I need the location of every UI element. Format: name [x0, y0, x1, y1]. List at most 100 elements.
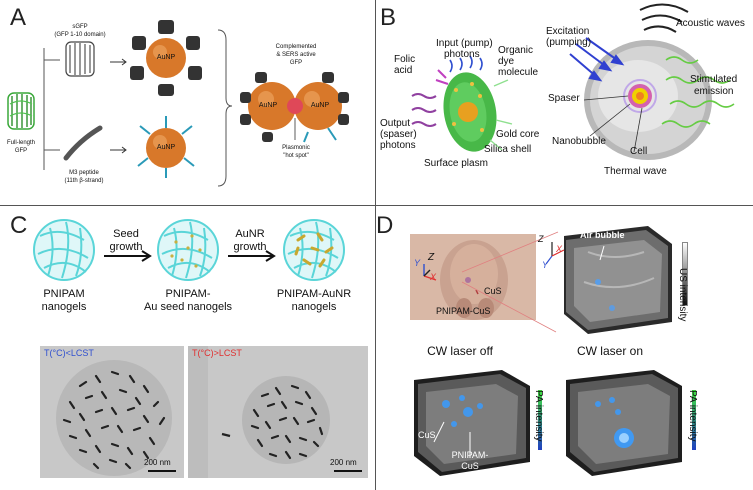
pa-pnipam-label-1: PNIPAM-: [451, 450, 489, 460]
nanorod-cluster-compact: [250, 384, 324, 460]
tem-image-high-temp: T(°C)>LCST 200 nm: [188, 346, 368, 478]
panel-d: D Z Y X CuS PNIPAM-CuS Air: [376, 206, 753, 490]
aunp-label-bottom: AuNP: [156, 144, 176, 151]
fulllength-label: Full-length: [6, 140, 36, 146]
mouse-cus-label: CuS: [484, 286, 502, 296]
sgfp-sub-label: (GFP 1-10 domain): [54, 32, 106, 38]
mouse-axis-y: Y: [414, 258, 421, 268]
aunr-label-2: growth: [233, 241, 267, 253]
complemented-label-2: & SERS active: [276, 52, 316, 58]
panel-a: A: [0, 0, 374, 204]
complemented-label-1: Complemented: [275, 44, 317, 50]
thermal-label: Thermal wave: [604, 166, 667, 177]
stimulated-label-1: Stimulated: [690, 74, 738, 85]
folic-label-1: Folic: [394, 54, 416, 65]
pa-intensity-colorbar-2: [692, 390, 696, 450]
horizontal-divider: [0, 205, 753, 206]
spaser-particle-icon: [411, 55, 513, 152]
air-bubble-label: Air bubble: [580, 230, 625, 240]
seed-label-1: Seed: [113, 228, 139, 240]
aunp-sgfp-icon: [130, 20, 202, 96]
temp-low-label: T(°C)<LCST: [44, 348, 94, 358]
us-volume-image: Air bubble: [554, 222, 678, 338]
tem-image-low-temp: T(°C)<LCST 200 nm: [40, 346, 184, 478]
nanobubble-label: Nanobubble: [552, 136, 606, 147]
scale-bar-label-2: 200 nm: [330, 458, 357, 467]
m3-label: M3 peptide: [69, 170, 99, 176]
gfp-barrel-icon: [7, 92, 35, 130]
pa-pnipam-label-2: CuS: [461, 461, 479, 471]
silica-shell-label: Silica shell: [484, 144, 532, 155]
pa-cus-label: CuS: [418, 430, 436, 440]
mouse-axis-x: X: [430, 272, 437, 282]
au-seed-nanogel-icon: [157, 219, 219, 281]
panel-b-illustration: [411, 3, 735, 160]
stimulated-emission-icon: [661, 56, 735, 128]
mouse-axis-z: Z: [428, 252, 435, 263]
pa-intensity-colorbar-1: [538, 390, 542, 450]
aunrgel-label-1: PNIPAM-AuNR: [276, 288, 352, 300]
aunp-label-top: AuNP: [156, 54, 176, 61]
seedgel-label-2: Au seed nanogels: [143, 301, 233, 313]
laser-on-label: CW laser on: [576, 344, 644, 358]
sgfp-label: sGFP: [72, 24, 88, 30]
cell-label: Cell: [630, 146, 648, 157]
m3-sub-label: (11th β-strand): [64, 178, 104, 184]
panel-c: C Seed growth AuNR growth PNIPAM nanogel…: [0, 206, 374, 490]
pnipam-label-2: nanogels: [41, 301, 87, 313]
panel-c-nanogels: [33, 219, 345, 281]
acoustic-label: Acoustic waves: [676, 18, 745, 29]
stimulated-label-2: emission: [694, 86, 734, 97]
us-axis-y: Y: [542, 260, 549, 270]
us-axis-x: X: [556, 244, 563, 254]
pa-intensity-label-1: PA intensity: [533, 390, 544, 442]
vertical-divider: [375, 0, 376, 490]
aunp-label-right: AuNP: [310, 102, 330, 109]
gold-core-label: Gold core: [496, 129, 540, 140]
aunr-nanogel-icon: [283, 219, 345, 281]
temp-high-label: T(°C)>LCST: [192, 348, 242, 358]
output-label-1: Output: [380, 118, 411, 129]
sgfp-barrel-icon: [65, 41, 95, 77]
organic-label-2: dye: [498, 56, 515, 67]
pa-intensity-label-2: PA intensity: [687, 390, 698, 442]
input-label-2: photons: [444, 49, 480, 60]
mouse-pnipam-cus-label: PNIPAM-CuS: [436, 306, 491, 316]
pa-off-volume-image: CuS PNIPAM- CuS: [406, 362, 536, 480]
excitation-label-2: (pumping): [546, 37, 592, 48]
us-axis-z: Z: [538, 234, 544, 244]
aunr-label-1: AuNR: [235, 228, 265, 240]
acoustic-waves-icon: [639, 3, 689, 33]
us-axes-icon: [545, 242, 565, 265]
plasmonic-label-1: Plasmonic: [282, 145, 310, 151]
gfp-label: GFP: [14, 148, 28, 154]
m3-peptide-icon: [63, 125, 103, 161]
mouse-photo: Z Y X CuS PNIPAM-CuS: [410, 234, 536, 320]
seedgel-label-1: PNIPAM-: [165, 288, 211, 300]
surface-plasm-label: Surface plasm: [424, 158, 488, 169]
complemented-label-3: GFP: [289, 60, 303, 66]
aunrgel-label-2: nanogels: [291, 301, 337, 313]
seed-label-2: growth: [109, 241, 143, 253]
organic-label-1: Organic: [498, 45, 534, 56]
panel-a-label: A: [10, 4, 27, 31]
output-label-3: photons: [380, 140, 416, 151]
aunp-label-left: AuNP: [258, 102, 278, 109]
laser-off-label: CW laser off: [427, 344, 493, 358]
organic-label-3: molecule: [498, 67, 539, 78]
aunp-dimer-icon: [240, 72, 349, 143]
nanorod-cluster-large: [62, 370, 166, 470]
spaser-label: Spaser: [548, 93, 580, 104]
scale-bar-label-1: 200 nm: [144, 458, 171, 467]
plasmonic-label-2: "hot spot": [283, 153, 309, 159]
output-label-2: (spaser): [380, 129, 417, 140]
us-intensity-label: US intensity: [677, 268, 688, 322]
panel-c-label: C: [10, 212, 28, 239]
cell-icon: [584, 40, 712, 160]
pnipam-nanogel-icon: [33, 219, 95, 281]
excitation-label-1: Excitation: [546, 26, 590, 37]
aunp-peptide-icon: [137, 116, 195, 178]
panel-b-label: B: [380, 4, 397, 31]
input-label-1: Input (pump): [436, 38, 493, 49]
pa-on-volume-image: [558, 362, 688, 480]
